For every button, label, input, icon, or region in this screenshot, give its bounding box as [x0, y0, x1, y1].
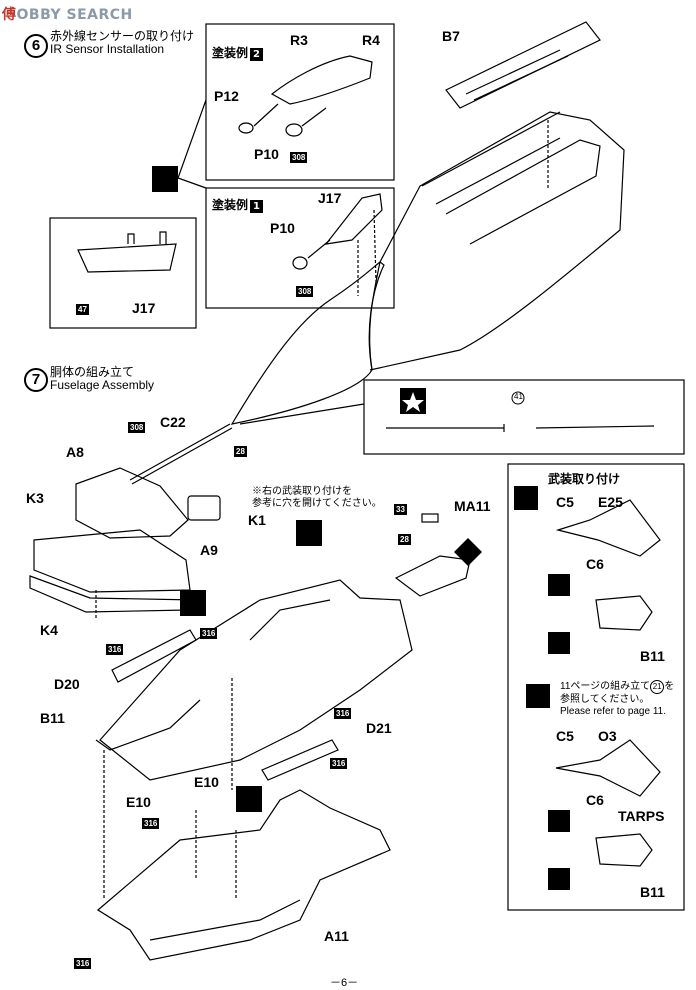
tag-28-b: 28 — [398, 534, 411, 545]
label-p10-a: P10 — [254, 146, 279, 162]
drill-icons — [180, 486, 570, 890]
arrow-badge-left — [152, 166, 178, 192]
ir-sensor-r — [270, 55, 373, 105]
k1-part — [187, 495, 221, 521]
tarps-station-sketch — [555, 739, 661, 797]
b7-panel — [445, 21, 601, 109]
k3-part — [33, 529, 191, 593]
j17-sensor — [324, 193, 383, 245]
fuselage-upper — [99, 579, 413, 781]
label-j17-a: J17 — [318, 190, 342, 206]
label-e10-a: E10 — [126, 794, 151, 810]
label-d20: D20 — [54, 676, 80, 692]
label-e10-b: E10 — [194, 774, 219, 790]
label-k3: K3 — [26, 490, 44, 506]
label-a11: A11 — [324, 928, 349, 944]
tag-316-f: 316 — [74, 958, 92, 969]
diamond-icon — [454, 538, 482, 566]
label-c5-b: C5 — [556, 728, 574, 744]
weapons-box — [507, 463, 685, 911]
label-d21: D21 — [366, 720, 392, 736]
label-c22: C22 — [160, 414, 186, 430]
label-e25: E25 — [598, 494, 623, 510]
page-number: －6－ — [330, 977, 359, 989]
step-6-number: 6 — [24, 34, 48, 58]
d20-part — [111, 629, 197, 683]
p10-lens-a — [285, 123, 303, 137]
label-o3: O3 — [598, 728, 617, 744]
tag-308-b: 308 — [296, 286, 314, 297]
weapons-title: 武装取り付け — [548, 472, 621, 486]
label-tarps: TARPS — [618, 808, 665, 824]
star-icon — [402, 392, 424, 412]
paint-option-2-box — [205, 23, 395, 181]
nose-cone — [230, 261, 385, 425]
ma11-part — [394, 555, 471, 597]
label-b11-c: B11 — [640, 884, 665, 900]
j17-inset-part — [77, 243, 177, 273]
j17-inset-box — [49, 217, 197, 329]
tag-316-c: 316 — [334, 708, 352, 719]
label-a8: A8 — [66, 444, 84, 460]
fuselage-lower-a11 — [96, 789, 391, 961]
k4-part — [29, 575, 198, 613]
label-b11-b: B11 — [640, 648, 665, 664]
step-6-title: 赤外線センサーの取り付け IR Sensor Installation — [50, 30, 194, 56]
label-c5-a: C5 — [556, 494, 574, 510]
watermark: 傅OBBY SEARCH — [2, 7, 133, 23]
label-k1: K1 — [248, 512, 266, 528]
a8-part — [75, 467, 189, 539]
callout-41: 41 — [514, 392, 523, 401]
label-c6-b: C6 — [586, 792, 604, 808]
tag-308-a: 308 — [290, 152, 308, 163]
paint-option-1-box — [205, 187, 395, 309]
step-7-title-en: Fuselage Assembly — [50, 378, 155, 392]
label-b11-a: B11 — [40, 710, 65, 726]
b11-sketch-b — [595, 833, 653, 867]
arrow-badge-right — [526, 684, 550, 708]
phoenix-station-sketch — [555, 499, 661, 557]
tag-316-b: 316 — [200, 628, 218, 639]
b11-sketch-a — [595, 595, 653, 631]
step-7-number: 7 — [24, 368, 48, 392]
step-7-title-jp: 胴体の組み立て — [50, 365, 135, 379]
tag-28-a: 28 — [234, 446, 247, 457]
step-6-title-jp: 赤外線センサーの取り付け — [50, 29, 195, 43]
label-a9: A9 — [200, 542, 218, 558]
label-r3: R3 — [290, 32, 308, 48]
tag-33: 33 — [394, 504, 407, 515]
d21-part — [261, 739, 339, 781]
step-6-title-en: IR Sensor Installation — [50, 42, 165, 56]
label-b7: B7 — [442, 28, 460, 44]
tag-47: 47 — [76, 304, 89, 315]
label-ma11: MA11 — [454, 498, 491, 514]
tag-316-e: 316 — [142, 818, 160, 829]
note-armament-hole: ※右の武装取り付けを 参考に穴を開けてください。 — [252, 486, 382, 509]
label-k4: K4 — [40, 622, 58, 638]
tag-308-c: 308 — [128, 422, 146, 433]
step-7-title: 胴体の組み立て Fuselage Assembly — [50, 366, 154, 392]
label-r4: R4 — [362, 32, 380, 48]
tag-316-d: 316 — [330, 758, 348, 769]
label-p10-b: P10 — [270, 220, 295, 236]
label-p12: P12 — [214, 88, 239, 104]
tag-316-a: 316 — [106, 644, 124, 655]
label-j17-b: J17 — [132, 300, 156, 316]
p12-lens — [238, 122, 254, 134]
c22-inset-box — [363, 379, 685, 455]
label-c6-a: C6 — [586, 556, 604, 572]
part-33 — [421, 513, 439, 523]
p10-lens-b — [292, 256, 308, 270]
